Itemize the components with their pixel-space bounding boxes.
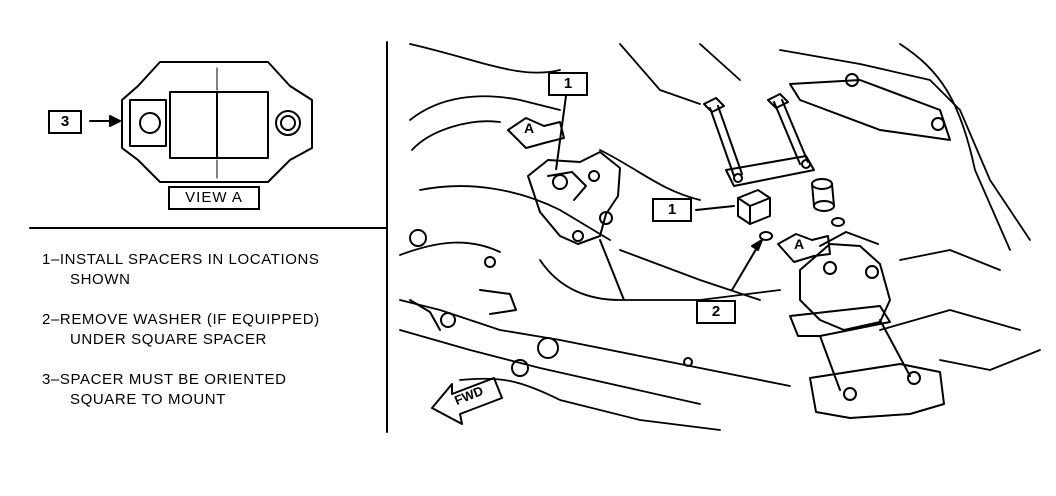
callout-1-upper-mount: 1 <box>548 72 588 96</box>
note-2-line-2: UNDER SQUARE SPACER <box>70 331 267 348</box>
note-3-line-1: 3–SPACER MUST BE ORIENTED <box>42 371 287 388</box>
frame-outline <box>399 43 1041 431</box>
note-3-line-2: SQUARE TO MOUNT <box>70 391 226 408</box>
fwd-arrow <box>431 377 503 425</box>
callout-1-spacer: 1 <box>652 198 692 222</box>
view-arrow-letter-lower: A <box>794 236 805 252</box>
left-frame-details <box>409 229 693 377</box>
view-a-mount-plate <box>121 61 313 183</box>
bottom-mount-plate <box>809 363 945 419</box>
crossmember <box>789 73 951 141</box>
view-arrow-letter-upper: A <box>524 120 535 136</box>
note-1-line-2: SHOWN <box>70 271 131 288</box>
note-2-line-1: 2–REMOVE WASHER (IF EQUIPPED) <box>42 311 320 328</box>
square-spacer <box>737 189 771 225</box>
washer <box>759 217 845 241</box>
callout-2-washer: 2 <box>696 300 736 324</box>
lower-mount-bracket <box>789 231 911 391</box>
round-spacer <box>811 178 835 212</box>
bolts-bracket <box>703 93 815 187</box>
callout-3-view-a: 3 <box>48 110 82 134</box>
note-1-line-1: 1–INSTALL SPACERS IN LOCATIONS <box>42 251 320 268</box>
view-a-label: VIEW A <box>168 186 260 210</box>
upper-engine-mount <box>527 151 625 301</box>
view-arrow-lower <box>777 233 831 263</box>
